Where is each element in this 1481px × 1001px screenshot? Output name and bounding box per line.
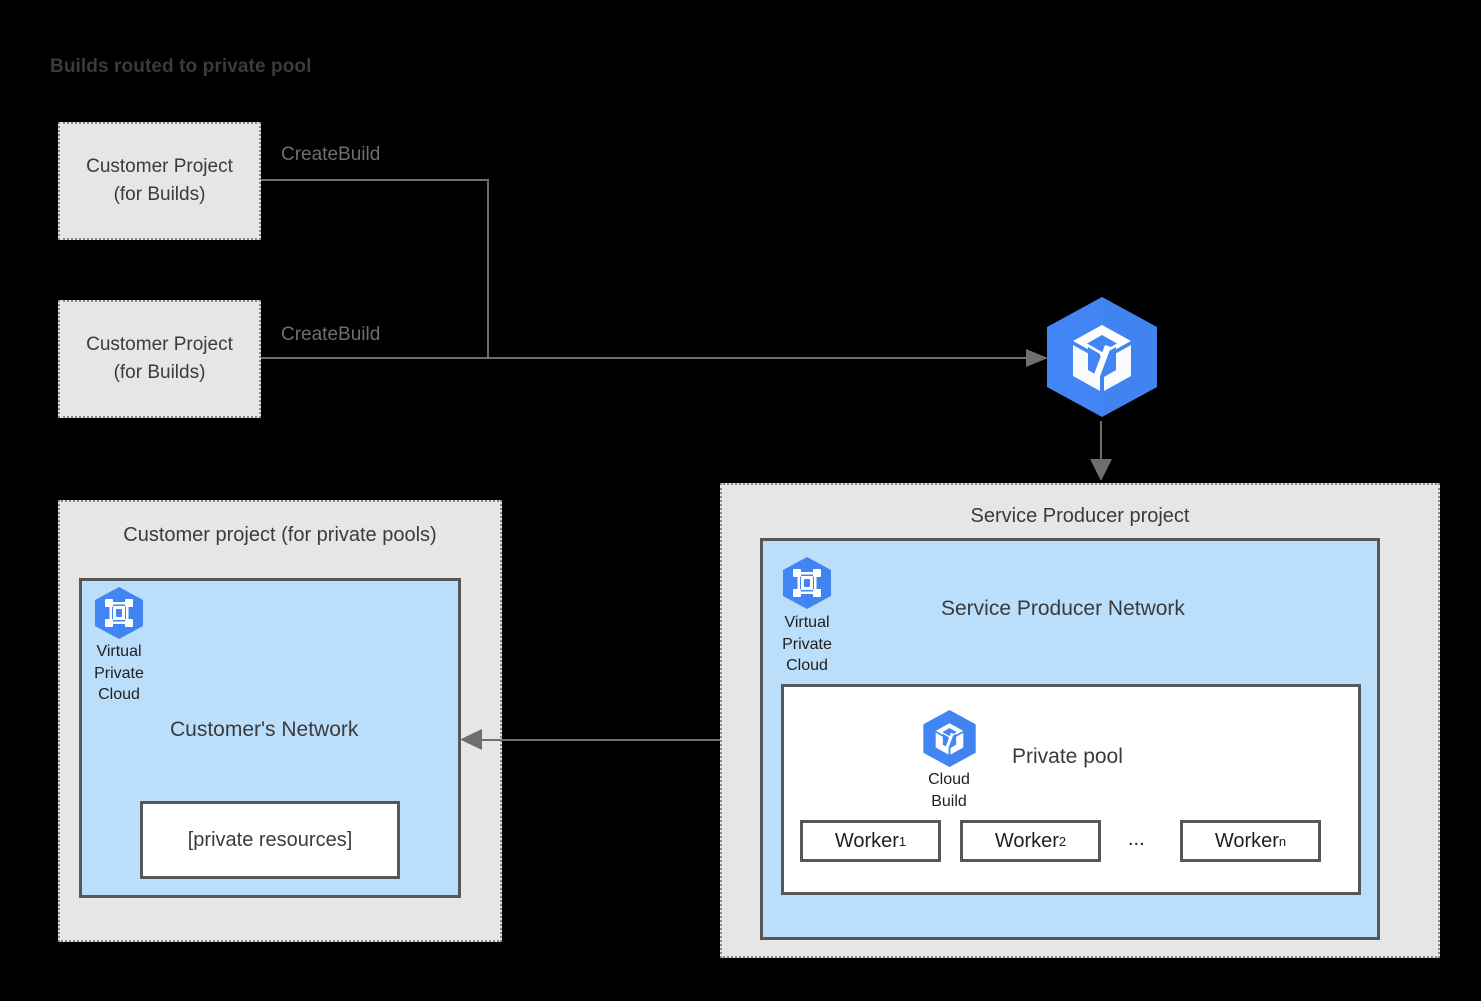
workers-ellipsis: ... [1128, 828, 1145, 850]
customer-build-project-text-2: Customer Project (for Builds) [86, 331, 233, 386]
vpc-caption-line1: Virtual [784, 614, 830, 631]
diagram-title: Builds routed to private pool [50, 56, 312, 77]
customer-build-project-text-1: Customer Project (for Builds) [86, 153, 233, 208]
worker-index: n [1278, 833, 1287, 849]
private-resources-box[interactable] [140, 801, 400, 879]
worker-label: Worker [994, 829, 1059, 852]
vpc-caption-line3: Cloud [786, 657, 828, 675]
cloud-build-icon[interactable] [1043, 295, 1161, 419]
vpc-icon-caption-right: Virtual Private Cloud [773, 612, 841, 677]
cloud-build-icon-caption: Cloud Build [915, 769, 983, 812]
private-pool-box[interactable] [781, 684, 1361, 895]
customer-build-project-line2: (for Builds) [113, 184, 206, 205]
vpc-icon-caption-left: Virtual Private Cloud [85, 641, 153, 706]
customer-build-project-box-2[interactable]: Customer Project (for Builds) [58, 300, 261, 418]
customer-build-project-line1: Customer Project [86, 156, 233, 178]
cloud-build-caption-line1: Cloud [928, 771, 970, 788]
connector-box2-horizontal [261, 357, 1046, 359]
customers-network-title: Customer's Network [170, 718, 359, 741]
worker-label: Worker [834, 829, 899, 852]
private-pool-label: Private pool [1012, 745, 1123, 768]
connector-box1-horizontal [261, 179, 489, 181]
customer-build-project-line2: (for Builds) [113, 362, 206, 383]
service-producer-project-title: Service Producer project [970, 505, 1190, 527]
connector-box1-vertical [487, 179, 489, 359]
customer-build-project-line1: Customer Project [86, 334, 233, 356]
vpc-caption-line2: Private [94, 664, 144, 682]
customer-build-project-box-1[interactable]: Customer Project (for Builds) [58, 122, 261, 240]
createbuild-label-2: CreateBuild [281, 324, 381, 345]
cloud-build-caption-line2: Build [931, 792, 967, 810]
network-peering-line [474, 739, 756, 741]
worker-index: 2 [1058, 833, 1067, 849]
worker-index: 1 [898, 833, 907, 849]
createbuild-label-1: CreateBuild [281, 144, 381, 165]
private-resources-label: [private resources] [187, 829, 353, 851]
vpc-caption-line3: Cloud [98, 686, 140, 704]
virtual-private-cloud-icon[interactable] [93, 586, 145, 640]
service-producer-network-title: Service Producer Network [941, 597, 1185, 620]
vpc-caption-line1: Virtual [96, 643, 142, 660]
customer-pool-project-title: Customer project (for private pools) [123, 524, 437, 546]
connector-cloudbuild-down [1100, 421, 1102, 467]
cloud-build-icon[interactable] [921, 709, 978, 768]
vpc-caption-line2: Private [782, 635, 832, 653]
virtual-private-cloud-icon[interactable] [781, 556, 833, 610]
worker-label: Worker [1214, 829, 1279, 852]
